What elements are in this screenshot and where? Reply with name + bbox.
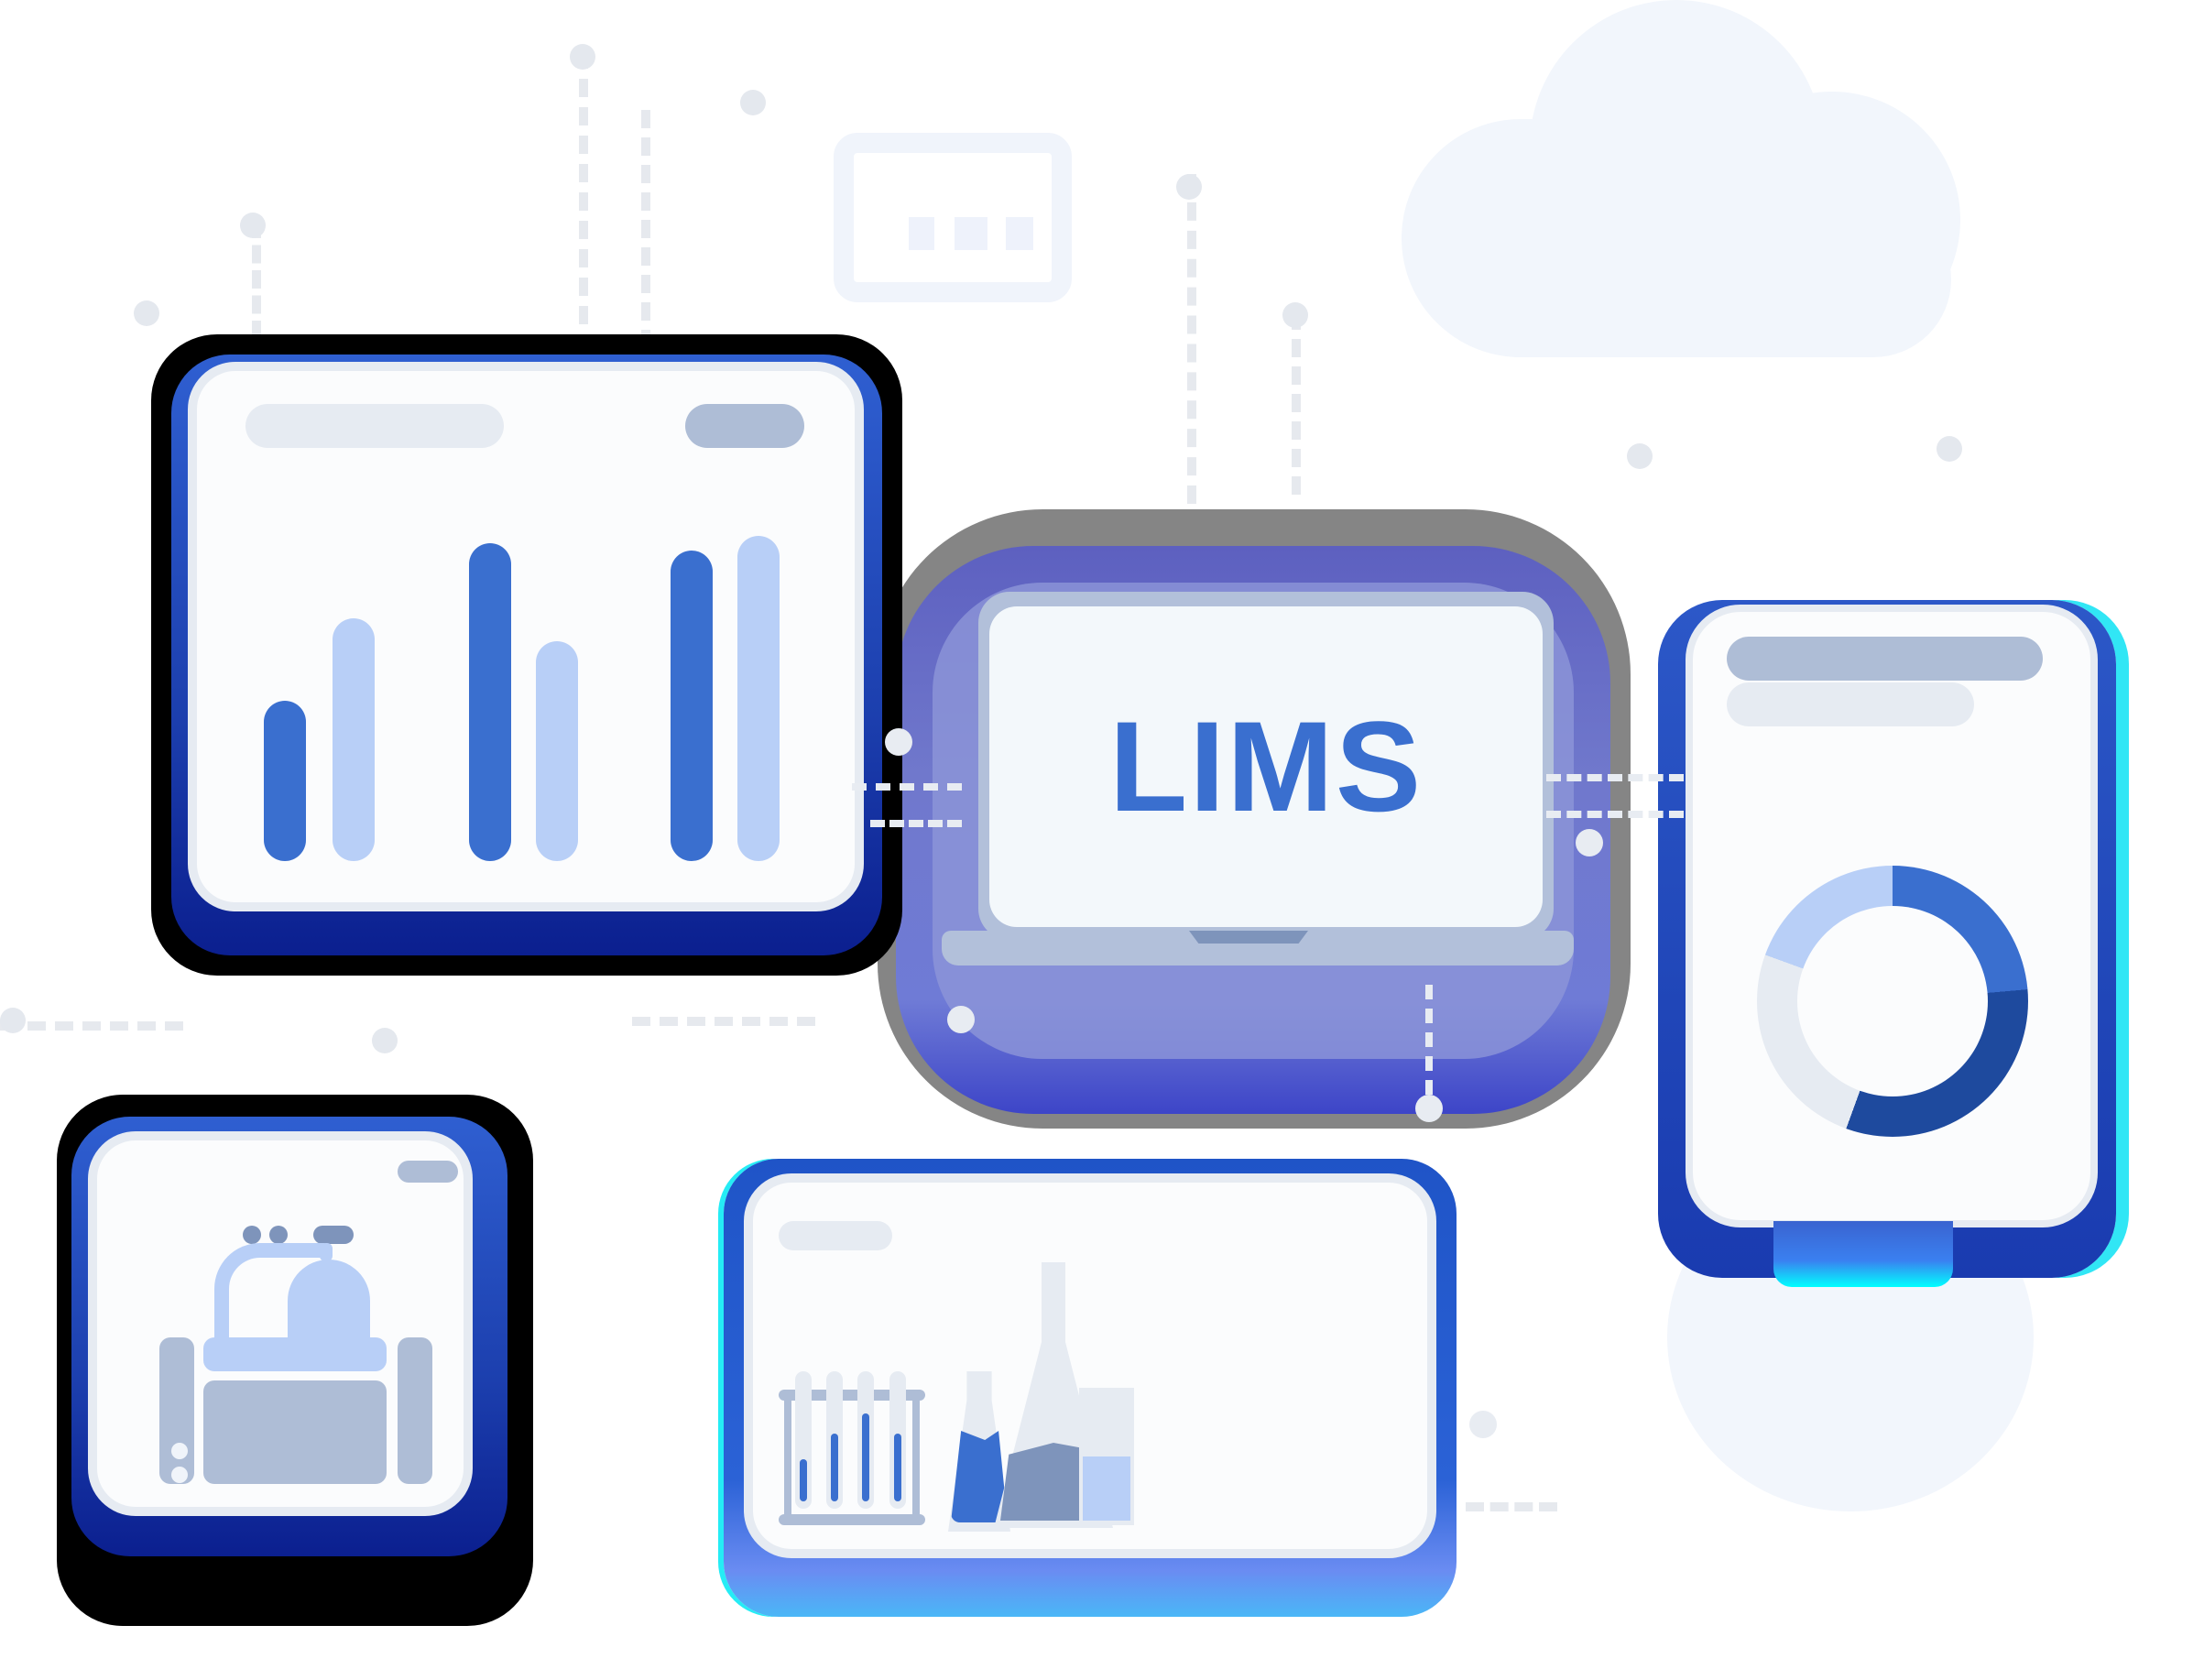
chart-bar — [737, 536, 780, 861]
connector-node — [1576, 829, 1603, 856]
chart-bar — [264, 701, 306, 861]
laptop-screen: LIMS — [989, 606, 1543, 927]
title-placeholder — [245, 404, 504, 448]
bar-chart-card — [151, 334, 902, 976]
connector-line — [1187, 174, 1196, 504]
connector-node — [570, 44, 595, 70]
connector-line — [870, 820, 962, 827]
connector-node — [1415, 1095, 1443, 1122]
browser-window-icon — [834, 133, 1072, 302]
connector-node — [0, 1008, 26, 1033]
connector-node — [885, 728, 912, 756]
title-placeholder — [1727, 637, 2043, 681]
title-placeholder — [779, 1221, 892, 1250]
connector-line — [252, 220, 261, 339]
status-placeholder — [398, 1161, 458, 1183]
connector-line — [641, 110, 650, 348]
connector-line — [852, 783, 962, 791]
connector-line — [632, 1017, 815, 1026]
chart-bar — [469, 543, 511, 861]
connector-node — [1176, 174, 1202, 200]
donut-chart-icon — [1757, 866, 2028, 1137]
connector-node — [240, 213, 266, 238]
chart-bar — [671, 551, 713, 861]
chart-bar — [536, 641, 578, 861]
chart-bar — [333, 618, 375, 861]
connector-node — [947, 1006, 975, 1033]
subtitle-placeholder — [1727, 682, 1974, 726]
laptop-card: LIMS — [878, 509, 1631, 1129]
connector-line — [1466, 1502, 1557, 1511]
lims-title: LIMS — [1108, 694, 1424, 838]
connector-line — [1292, 311, 1301, 495]
connector-node — [372, 1028, 398, 1053]
laptop-icon: LIMS — [942, 592, 1583, 995]
stand-connector — [1773, 1221, 1953, 1287]
connector-line — [1546, 811, 1684, 818]
lab-card — [724, 1159, 1457, 1617]
connector-node — [1469, 1411, 1497, 1438]
connector-line — [1546, 774, 1684, 781]
connector-line — [0, 1021, 183, 1031]
action-placeholder — [685, 404, 804, 448]
connector-node — [134, 300, 159, 326]
cloud-icon — [1402, 0, 2006, 385]
connector-node — [1627, 443, 1653, 469]
donut-card — [1649, 591, 2125, 1287]
connector-node — [740, 90, 766, 115]
connector-line — [579, 50, 588, 353]
connector-node — [1282, 302, 1308, 328]
connector-node — [1937, 436, 1962, 462]
connector-line — [1425, 985, 1433, 1095]
equipment-card — [57, 1095, 533, 1626]
